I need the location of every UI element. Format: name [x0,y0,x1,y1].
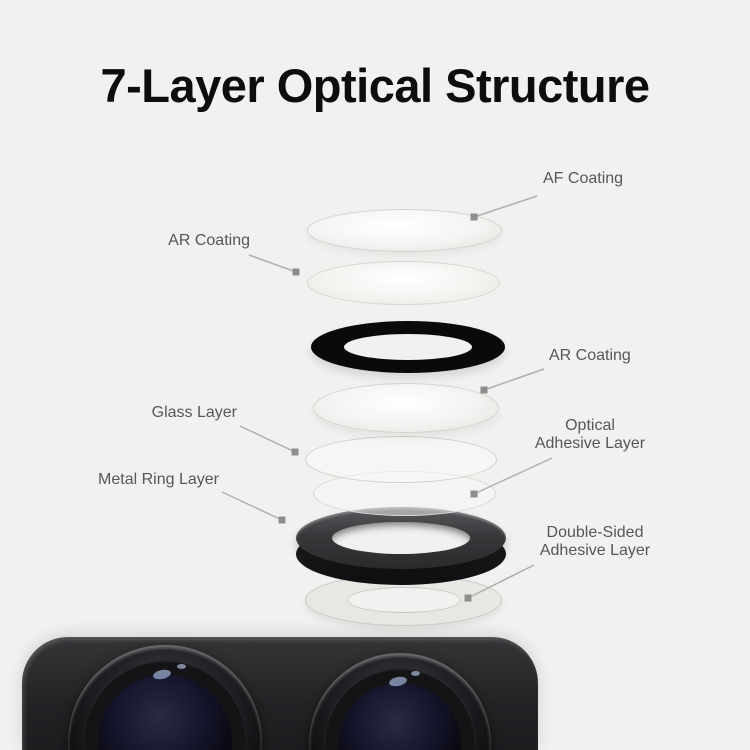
metal-ring-hole [332,522,470,554]
metal-ring-top-surface [296,507,506,569]
ar-coating-lower-disc [313,383,499,433]
callout-label-metal-ring: Metal Ring Layer [98,471,219,488]
callout-line-metal-ring [221,491,283,521]
callout-label-line: Adhesive Layer [539,542,651,559]
callout-marker-glass-layer [291,448,299,456]
callout-marker-ar-coating-upper [292,268,300,276]
af-coating-disc [307,209,502,252]
diagram-title: 7-Layer Optical Structure [100,59,650,112]
callout-line-glass-layer [239,425,296,453]
callout-label-line: Optical [565,417,615,434]
callout-label-ar-coating-lower: AR Coating [549,347,631,364]
lens-highlight [176,664,186,670]
glass-layer-disc [305,436,497,483]
callout-label-line: Double-Sided [546,524,644,541]
callout-label-double-sided: Double-Sided Adhesive Layer [520,524,670,560]
callout-label-line: Adhesive Layer [534,435,646,452]
callout-label-af-coating: AF Coating [543,170,624,187]
callout-label-optical-adhesive: Optical Adhesive Layer [520,417,660,453]
lens-highlight [410,671,420,677]
callout-marker-metal-ring [278,516,286,524]
callout-label-glass-layer: Glass Layer [151,404,237,421]
callout-line-ar-coating-upper [248,254,297,273]
callout-line-ar-coating-lower [483,368,545,391]
black-ring-layer [311,321,505,373]
callout-label-ar-coating-upper: AR Coating [168,232,250,249]
metal-ring-layer [296,507,506,585]
adhesive-ring-hole [346,587,461,613]
black-ring-hole [344,334,472,360]
callout-line-af-coating [473,195,538,218]
ar-coating-upper-disc [307,261,500,305]
